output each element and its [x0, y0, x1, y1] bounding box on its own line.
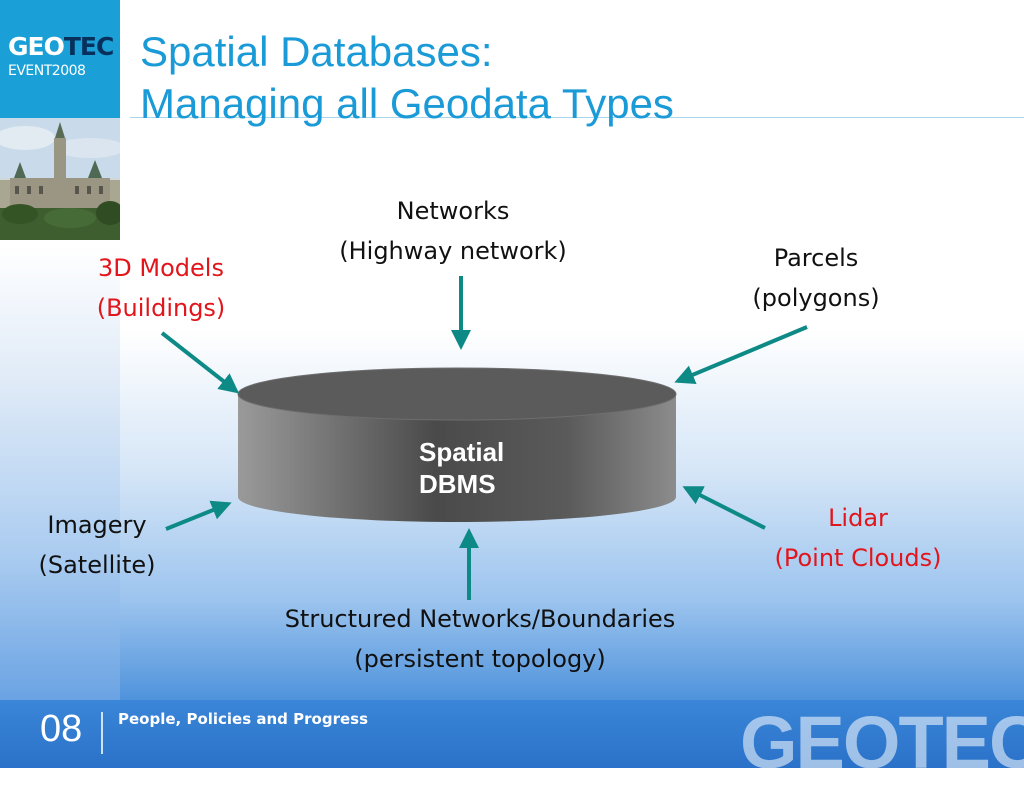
parliament-photo: [0, 118, 120, 240]
logo-tec-text: TEC: [63, 32, 114, 61]
structured-title: Structured Networks/Boundaries: [284, 605, 676, 633]
lidar-title: Lidar: [828, 504, 888, 532]
logo-event-text: EVENT2008: [8, 63, 86, 79]
3d-models-title: 3D Models: [98, 254, 224, 282]
geotec-watermark: GEOTEC: [740, 701, 1024, 784]
networks-title: Networks: [396, 197, 510, 225]
spatial-dbms-label: Spatial DBMS: [405, 436, 545, 500]
arrow-3d-models: [160, 331, 240, 394]
arrow-imagery: [165, 500, 232, 531]
imagery-subtitle: (Satellite): [38, 551, 156, 579]
geotec-logo: GEOTEC EVENT2008: [0, 0, 120, 118]
dbms-line-2: DBMS: [419, 469, 496, 499]
label-lidar: Lidar (Point Clouds): [740, 498, 976, 578]
logo-geo-text: GEO: [8, 32, 65, 61]
structured-subtitle: (persistent topology): [354, 645, 606, 673]
label-imagery: Imagery (Satellite): [12, 505, 182, 585]
arrow-lidar: [682, 486, 766, 530]
database-cylinder: [237, 367, 677, 522]
label-structured-networks: Structured Networks/Boundaries (persiste…: [222, 599, 738, 679]
slide-title: Spatial Databases: Managing all Geodata …: [140, 26, 674, 130]
parliament-building-image: [0, 118, 120, 240]
slide-number: 08: [40, 708, 83, 750]
footer-bar: [0, 700, 1024, 768]
arrow-parcels: [674, 325, 808, 385]
footer-divider: [101, 712, 103, 754]
logo-wordmark: GEOTEC: [8, 32, 114, 61]
title-line-2: Managing all Geodata Types: [140, 80, 674, 127]
title-line-1: Spatial Databases:: [140, 28, 493, 75]
label-networks: Networks (Highway network): [298, 191, 608, 271]
networks-subtitle: (Highway network): [339, 237, 567, 265]
diagram-canvas: [160, 276, 808, 600]
3d-models-subtitle: (Buildings): [96, 294, 226, 322]
cylinder-body: [238, 394, 676, 522]
footer-tagline: People, Policies and Progress: [118, 710, 369, 728]
label-3d-models: 3D Models (Buildings): [66, 248, 256, 328]
label-parcels: Parcels (polygons): [716, 238, 916, 318]
parcels-subtitle: (polygons): [752, 284, 880, 312]
dbms-line-1: Spatial: [419, 437, 505, 467]
imagery-title: Imagery: [47, 511, 147, 539]
lidar-subtitle: (Point Clouds): [774, 544, 942, 572]
title-divider: [130, 117, 1024, 118]
parcels-title: Parcels: [773, 244, 859, 272]
cylinder-top: [237, 367, 677, 421]
